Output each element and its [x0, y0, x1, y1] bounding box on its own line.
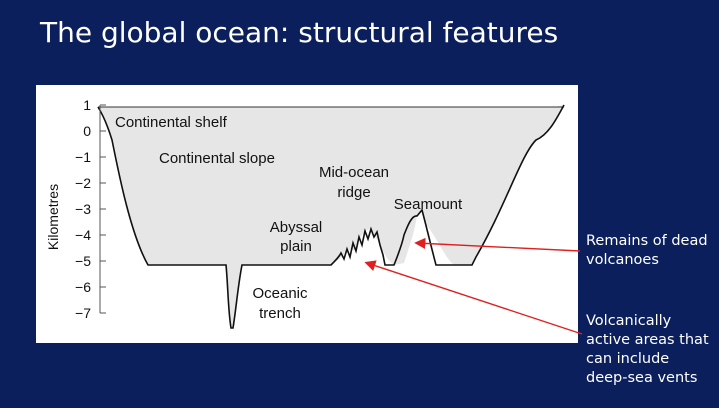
note-line: Remains of dead [586, 233, 708, 249]
slide-title: The global ocean: structural features [40, 16, 559, 49]
ocean-profile-diagram: 1 0 −1 −2 −3 −4 −5 −6 −7 Kilometres Cont… [45, 97, 565, 329]
y-axis-label: Kilometres [45, 184, 61, 250]
label-continental-slope: Continental slope [159, 150, 275, 167]
ocean-profile-figure: 1 0 −1 −2 −3 −4 −5 −6 −7 Kilometres Cont… [36, 85, 578, 343]
label-mid-ocean: Mid-ocean [319, 164, 389, 181]
label-abyssal: Abyssal [270, 219, 323, 236]
note-line: can include [586, 351, 670, 367]
label-plain: plain [280, 238, 312, 255]
note-active-areas: Volcanically active areas that can inclu… [586, 312, 709, 388]
tick-label: −6 [75, 279, 91, 295]
note-line: volcanoes [586, 252, 659, 268]
tick-label: 0 [83, 123, 91, 139]
y-axis-ticks [100, 104, 106, 314]
label-continental-shelf: Continental shelf [115, 114, 228, 131]
label-trench: trench [259, 305, 301, 322]
note-line: Volcanically [586, 313, 672, 329]
tick-label: 1 [83, 97, 91, 113]
tick-label: −2 [75, 175, 91, 191]
label-seamount: Seamount [394, 196, 463, 213]
tick-label: −7 [75, 305, 91, 321]
note-line: deep-sea vents [586, 370, 698, 386]
ocean-water-area [98, 105, 564, 328]
tick-label: −3 [75, 201, 91, 217]
note-line: active areas that [586, 332, 709, 348]
tick-label: −1 [75, 149, 91, 165]
tick-label: −4 [75, 227, 91, 243]
label-ridge: ridge [337, 184, 370, 201]
note-dead-volcanoes: Remains of dead volcanoes [586, 232, 708, 270]
tick-label: −5 [75, 253, 91, 269]
label-oceanic: Oceanic [252, 285, 308, 302]
